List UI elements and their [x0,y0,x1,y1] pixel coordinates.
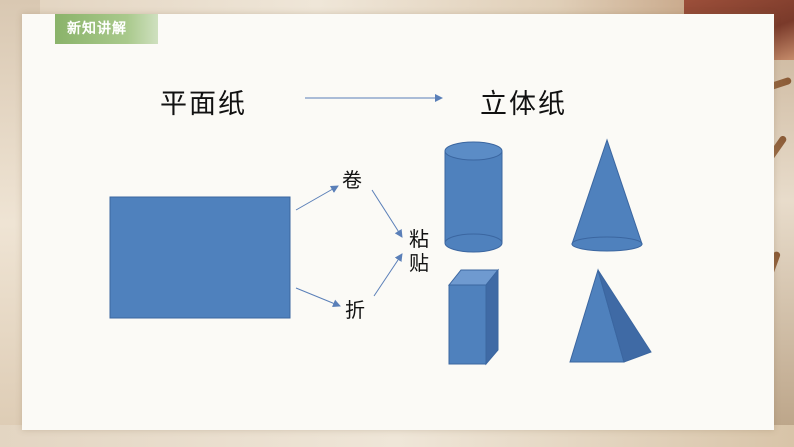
fold-label: 折 [345,298,365,322]
roll-to-glue-arrow [371,189,403,238]
flat-paper-title: 平面纸 [160,89,247,120]
fold-to-glue-arrow [373,253,403,297]
rectangular-prism-icon [447,268,500,366]
solid-paper-title: 立体纸 [480,89,567,120]
section-badge: 新知讲解 [55,14,158,44]
roll-label: 卷 [342,168,362,192]
pyramid-icon [569,268,652,363]
flat-paper-rectangle-icon [109,196,291,319]
desk-bottom-strip [0,425,794,447]
glue-label: 粘 贴 [408,227,430,275]
cylinder-icon [444,141,503,253]
desk-top-strip [0,0,794,16]
fold-arrow [295,287,341,308]
glue-label-char: 粘 [409,227,429,251]
glue-label-char: 贴 [409,251,429,275]
cone-icon [571,138,643,252]
roll-arrow [295,185,339,211]
